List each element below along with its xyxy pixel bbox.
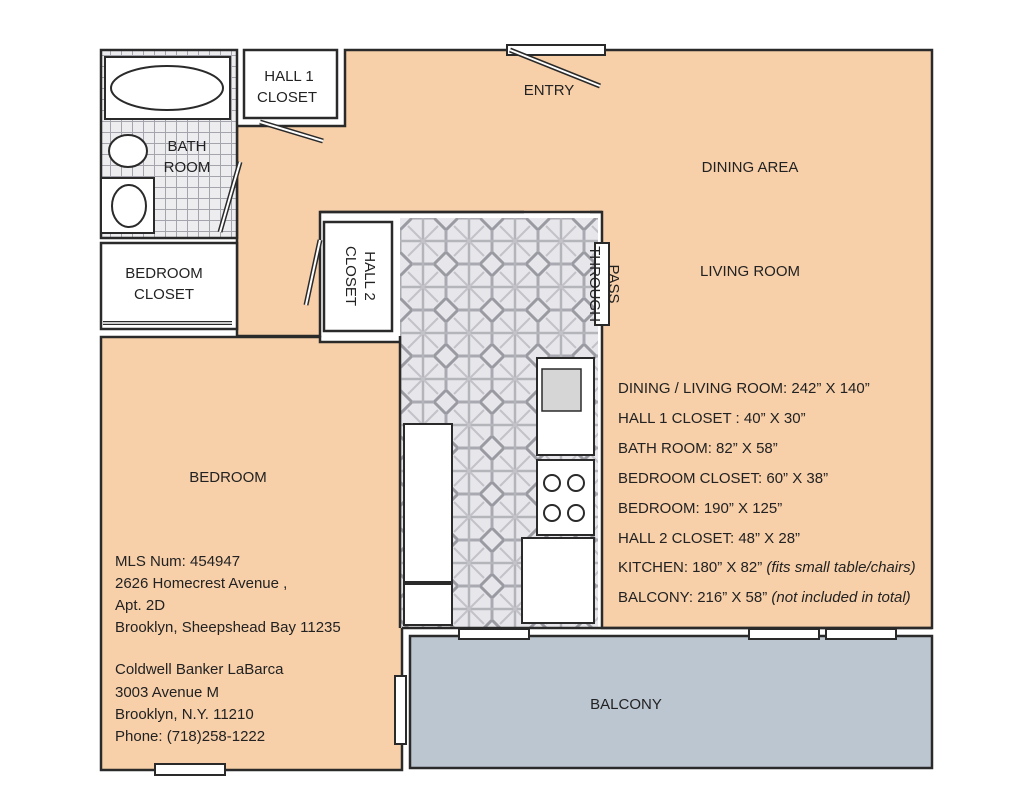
label-entry: ENTRY [524,82,575,99]
burner-icon [543,474,561,492]
bedroom-window-side [394,675,407,745]
balcony-door-right-2[interactable] [825,628,897,640]
dim-line: HALL 1 CLOSET : 40” X 30” [618,410,806,427]
dim-line: BEDROOM: 190” X 125” [618,500,782,517]
address-line-1: 2626 Homecrest Avenue , [115,575,287,592]
label-bedroom-closet: BEDROOM [125,265,203,282]
hall2-closet [322,220,394,333]
dim-note: (fits small table/chairs) [766,559,915,576]
refrigerator [521,537,595,624]
broker-phone: Phone: (718)258-1222 [115,728,265,745]
address-line-3: Brooklyn, Sheepshead Bay 11235 [115,619,341,636]
bathtub-basin [110,65,224,111]
label-dining-area: DINING AREA [702,159,799,176]
label-through: THROUGH [586,246,603,322]
label-hall1-closet-2: CLOSET [257,89,317,106]
label-pass: PASS [605,265,622,304]
label-bath: BATH [168,138,207,155]
dim-line: BEDROOM CLOSET: 60” X 38” [618,470,828,487]
dim-line: KITCHEN: 180” X 82” (fits small table/ch… [618,559,916,576]
pass-through-opening [594,242,610,326]
label-bedroom-closet-2: CLOSET [134,286,194,303]
dim-line: HALL 2 CLOSET: 48” X 28” [618,530,800,547]
burner-icon [543,504,561,522]
dimensions-list: DINING / LIVING ROOM: 242” X 140” HALL 1… [618,380,916,606]
dim-note: (not included in total) [771,589,910,606]
kitchen-sink [541,368,582,412]
label-hall2-closet-2: CLOSET [342,246,359,306]
label-hall1-closet: HALL 1 [264,68,313,85]
mls-number: MLS Num: 454947 [115,553,240,570]
dim-line: BATH ROOM: 82” X 58” [618,440,778,457]
kitchen-counter-left-lower [403,583,453,626]
balcony-area [408,634,934,770]
burner-icon [567,474,585,492]
label-hall2-closet: HALL 2 [361,251,378,300]
dim-line: DINING / LIVING ROOM: 242” X 140” [618,380,870,397]
label-balcony: BALCONY [590,696,662,713]
balcony-door-left[interactable] [458,628,530,640]
label-bath-2: ROOM [164,159,211,176]
bedroom-window-bottom [154,763,226,776]
toilet-bowl [111,184,147,228]
burner-icon [567,504,585,522]
sink [108,134,148,168]
broker-name: Coldwell Banker LaBarca [115,661,284,678]
kitchen-counter-left [403,423,453,583]
listing-info: MLS Num: 454947 2626 Homecrest Avenue , … [115,553,341,745]
stove [536,459,595,536]
label-living-room: LIVING ROOM [700,263,800,280]
label-bedroom: BEDROOM [189,469,267,486]
address-line-2: Apt. 2D [115,597,165,614]
bedroom-closet [99,241,239,331]
broker-address-1: 3003 Avenue M [115,684,219,701]
hall1-closet [242,48,339,120]
entry-door-frame[interactable] [506,44,606,56]
broker-address-2: Brooklyn, N.Y. 11210 [115,706,254,723]
balcony-door-right-1[interactable] [748,628,820,640]
dim-line: BALCONY: 216” X 58” (not included in tot… [618,589,911,606]
